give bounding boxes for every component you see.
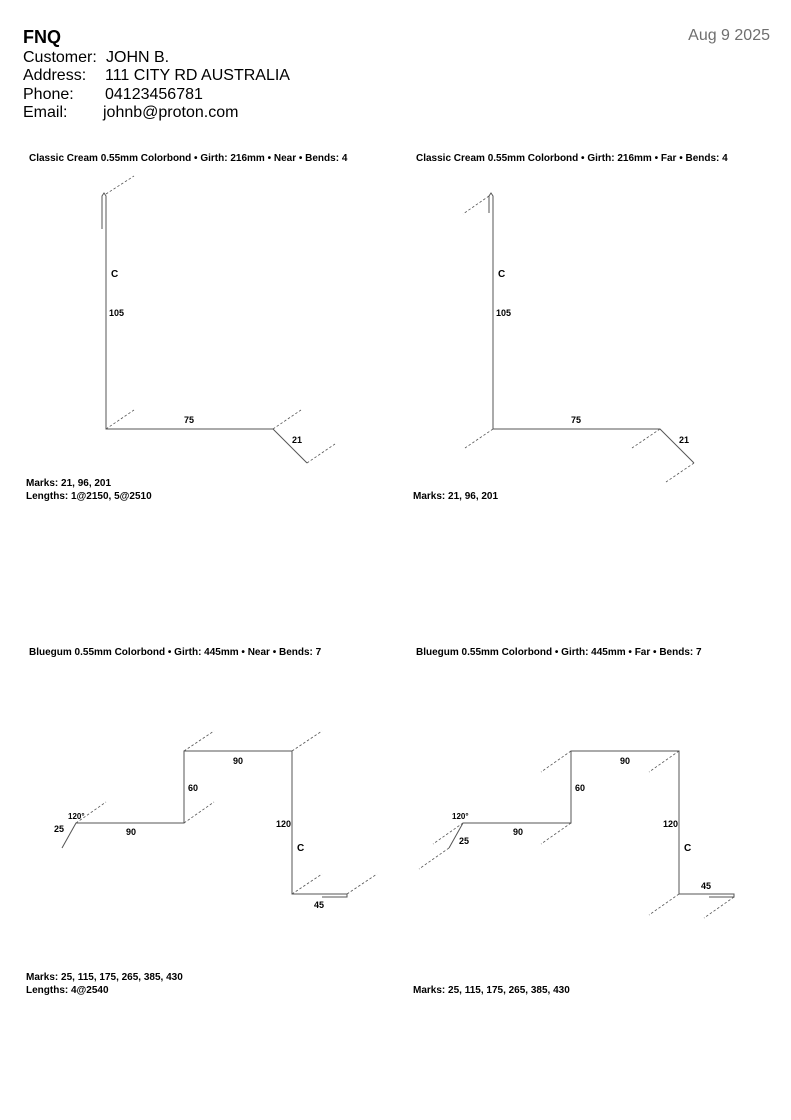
profile-4-color-marker: C — [684, 843, 691, 854]
profile-4-dim-90a: 90 — [513, 827, 523, 837]
customer-value: JOHN B. — [106, 49, 170, 66]
profile-3-dim-25: 25 — [54, 824, 64, 834]
profile-2-dim-75: 75 — [571, 415, 581, 425]
profile-1-dim-21: 21 — [292, 435, 302, 445]
profile-4-marks: Marks: 25, 115, 175, 265, 385, 430 — [413, 985, 570, 996]
profile-2-dim-105: 105 — [496, 308, 511, 318]
profile-2-dim-21: 21 — [679, 435, 689, 445]
profile-4-dim-25: 25 — [459, 836, 469, 846]
profile-1-dim-105: 105 — [109, 308, 124, 318]
phone-value: 04123456781 — [105, 86, 203, 103]
profile-3-drawing: 120° 25 90 60 90 120 C 45 — [54, 730, 378, 910]
profile-3-dim-120: 120 — [276, 819, 291, 829]
email-label: Email: — [23, 104, 68, 121]
profile-1-dim-75: 75 — [184, 415, 194, 425]
profile-3-dim-90b: 90 — [233, 756, 243, 766]
profile-4-drawing: 120° 25 90 60 90 120 C 45 — [418, 750, 735, 919]
document-date: Aug 9 2025 — [688, 27, 770, 44]
profile-3-marks: Marks: 25, 115, 175, 265, 385, 430 — [26, 972, 183, 983]
address-value: 111 CITY RD AUSTRALIA — [105, 67, 290, 84]
profile-4-title: Bluegum 0.55mm Colorbond • Girth: 445mm … — [416, 647, 702, 658]
company-name: FNQ — [23, 27, 61, 47]
profile-2-marks-block: Marks: 21, 96, 201 — [413, 490, 498, 503]
profile-3-title: Bluegum 0.55mm Colorbond • Girth: 445mm … — [29, 647, 322, 658]
profile-2-color-marker: C — [498, 269, 505, 280]
profile-4-angle: 120° — [452, 812, 469, 821]
profile-3-dim-60: 60 — [188, 783, 198, 793]
profile-3-lengths: Lengths: 4@2540 — [26, 985, 109, 996]
profile-2-title: Classic Cream 0.55mm Colorbond • Girth: … — [416, 153, 728, 164]
profile-4-dim-45: 45 — [701, 881, 711, 891]
profile-1-marks-block: Marks: 21, 96, 201 Lengths: 1@2150, 5@25… — [26, 477, 152, 503]
profile-1-drawing: C 105 75 21 — [101, 175, 336, 464]
profile-2-drawing: C 105 75 21 — [462, 192, 695, 483]
customer-label: Customer: — [23, 49, 97, 66]
profile-4-marks-block: Marks: 25, 115, 175, 265, 385, 430 — [413, 984, 570, 997]
profile-1-lengths: Lengths: 1@2150, 5@2510 — [26, 491, 152, 502]
profile-3-angle: 120° — [68, 812, 85, 821]
email-value: johnb@proton.com — [103, 104, 239, 121]
address-label: Address: — [23, 67, 87, 84]
profile-2-marks: Marks: 21, 96, 201 — [413, 491, 499, 502]
profile-3-dim-90a: 90 — [126, 827, 136, 837]
profile-3-dim-45: 45 — [314, 900, 324, 910]
profile-1-title: Classic Cream 0.55mm Colorbond • Girth: … — [29, 153, 348, 164]
profile-4-dim-120: 120 — [663, 819, 678, 829]
profile-3-marks-block: Marks: 25, 115, 175, 265, 385, 430 Lengt… — [26, 971, 183, 997]
phone-label: Phone: — [23, 86, 74, 103]
profile-1-color-marker: C — [111, 269, 118, 280]
profile-4-dim-60: 60 — [575, 783, 585, 793]
profile-4-dim-90b: 90 — [620, 756, 630, 766]
profile-1-marks: Marks: 21, 96, 201 — [26, 478, 112, 489]
profile-3-color-marker: C — [297, 843, 304, 854]
